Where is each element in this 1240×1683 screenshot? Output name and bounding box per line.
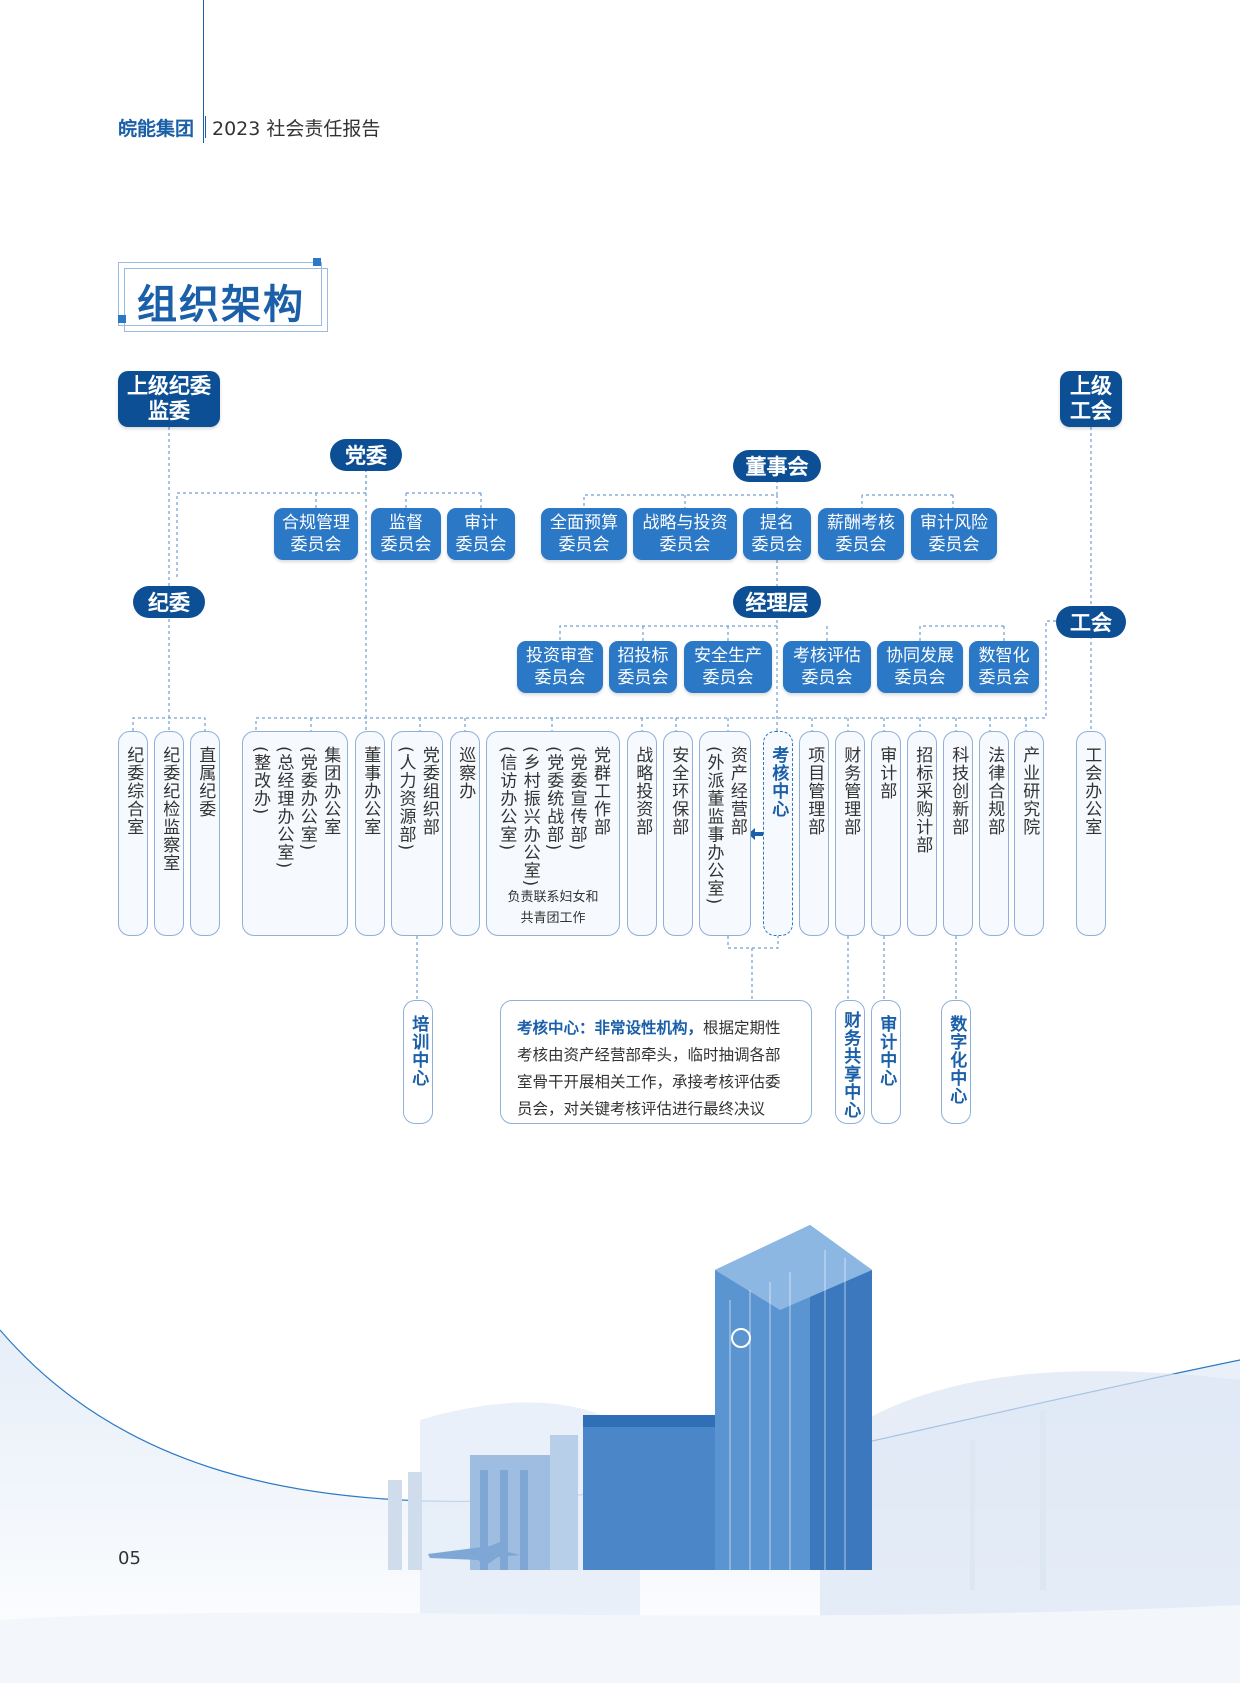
title-corner-mark [118, 315, 126, 323]
dept-party-mass: 党群工作部 (党委宣传部) (党委统战部) (乡村振兴办公室) (信访办公室) [486, 731, 620, 936]
mgmt-committee-synergy: 协同发展 委员会 [877, 641, 963, 693]
dept-asset-operation: 资产经营部 (外派董监事办公室) [699, 731, 751, 936]
dept-safety-env: 安全环保部 [663, 731, 693, 936]
mgmt-committee-investment: 投资审查 委员会 [517, 641, 603, 693]
board-committee-audit-risk: 审计风险 委员会 [911, 508, 997, 560]
party-mass-note: 负责联系妇女和 共青团工作 [507, 890, 599, 926]
dept-legal: 法律合规部 [979, 731, 1009, 936]
title-corner-mark [313, 258, 321, 266]
dept-tech-innovation: 科技创新部 [943, 731, 973, 936]
dept-finance: 财务管理部 [835, 731, 865, 936]
sub-finance-share-center: 财务共享中心 [835, 1000, 865, 1124]
discipline-committee-pill: 纪委 [133, 586, 205, 618]
mgmt-committee-bidding: 招投标 委员会 [609, 641, 677, 693]
dept-group-office: 集团办公室 (党委办公室) (总经理办公室) (整改办) [242, 731, 348, 936]
superior-union-box: 上级 工会 [1060, 371, 1122, 427]
mgmt-committee-safety: 安全生产 委员会 [684, 641, 772, 693]
sub-training-center: 培训中心 [403, 1000, 433, 1124]
mgmt-committee-evaluation: 考核评估 委员会 [783, 641, 871, 693]
dept-project-management: 项目管理部 [799, 731, 829, 936]
party-committee-supervision: 监督 委员会 [371, 508, 441, 560]
header-title: 2023 社会责任报告 [212, 118, 381, 140]
sub-audit-center: 审计中心 [871, 1000, 901, 1124]
dept-union-office: 工会办公室 [1076, 731, 1106, 936]
dept-strategy-investment: 战略投资部 [627, 731, 657, 936]
city-skyline-illustration [0, 1225, 1240, 1683]
dept-organization: 党委组织部 (人力资源部) [391, 731, 443, 936]
dept-discipline-inspection: 纪委纪检监察室 [154, 731, 184, 936]
sub-digital-center: 数字化中心 [941, 1000, 971, 1124]
title-frame-outer [118, 262, 322, 326]
page-number: 05 [118, 1548, 141, 1569]
dept-audit: 审计部 [871, 731, 901, 936]
dept-procurement: 招标采购计部 [907, 731, 937, 936]
header-separator [205, 116, 206, 138]
mgmt-committee-digital: 数智化 委员会 [969, 641, 1039, 693]
section-title: 组织架构 [137, 282, 305, 328]
board-committee-budget: 全面预算 委员会 [541, 508, 627, 560]
dept-inspection-office: 巡察办 [450, 731, 480, 936]
party-committee-audit: 审计 委员会 [447, 508, 515, 560]
header-vertical-rule [203, 0, 204, 143]
assessment-center-note: 考核中心：非常设性机构，根据定期性考核由资产经营部牵头，临时抽调各部室骨干开展相… [500, 1000, 812, 1124]
board-committee-strategy: 战略与投资 委员会 [633, 508, 737, 560]
union-pill: 工会 [1056, 606, 1126, 638]
dept-research-institute: 产业研究院 [1014, 731, 1044, 936]
party-committee-compliance: 合规管理 委员会 [274, 508, 358, 560]
header-brand: 皖能集团 [118, 118, 195, 140]
board-pill: 董事会 [733, 450, 821, 482]
dept-direct-discipline: 直属纪委 [190, 731, 220, 936]
dept-assessment-center: 考核中心 [763, 731, 793, 936]
title-frame-inner [124, 268, 328, 332]
management-pill: 经理层 [733, 586, 821, 618]
board-committee-nomination: 提名 委员会 [743, 508, 811, 560]
superior-discipline-box: 上级纪委 监委 [118, 371, 220, 427]
board-committee-compensation: 薪酬考核 委员会 [818, 508, 904, 560]
dept-discipline-office: 纪委综合室 [118, 731, 148, 936]
dept-board-office: 董事办公室 [355, 731, 385, 936]
party-committee-pill: 党委 [330, 439, 402, 471]
